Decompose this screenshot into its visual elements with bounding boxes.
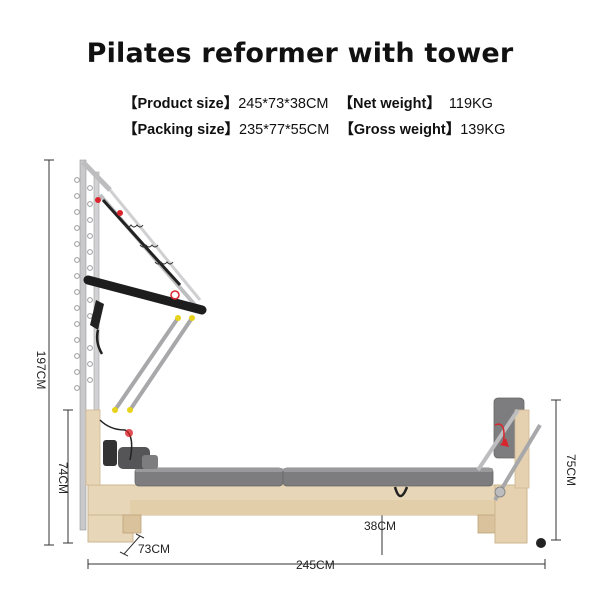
reformer-frame <box>85 409 546 548</box>
label-bed-height: 38CM <box>364 519 396 533</box>
dim-line-width <box>123 535 141 555</box>
rolldown-bar <box>83 189 207 355</box>
spec-row-2: 【Packing size】235*77*55CM 【Gross weight】1… <box>123 118 515 139</box>
product-size-label: 【Product size】 <box>123 96 239 112</box>
label-length: 245CM <box>296 558 335 572</box>
spec-row-1: 【Product size】245*73*38CM 【Net weight】 11… <box>123 92 503 113</box>
page-title: Pilates reformer with tower <box>86 38 514 69</box>
footbar <box>476 397 542 502</box>
product-size-value: 245*73*38CM <box>238 96 329 112</box>
packing-size-value: 235*77*55CM <box>239 122 330 138</box>
tower-springs <box>112 315 195 413</box>
gross-weight-label: 【Gross weight】 <box>339 122 461 138</box>
tower-frame <box>74 159 112 531</box>
net-weight-label: 【Net weight】 <box>338 96 441 112</box>
label-total-height: 197CM <box>34 351 48 390</box>
packing-size-label: 【Packing size】 <box>123 122 240 138</box>
carriage-pads <box>99 419 494 498</box>
label-frame-height: 74CM <box>56 462 70 494</box>
gross-weight-value: 139KG <box>460 122 506 138</box>
label-width: 73CM <box>138 542 170 556</box>
label-footbar-height: 75CM <box>564 454 578 486</box>
dimension-lines <box>44 159 561 569</box>
net-weight-value: 119KG <box>448 96 493 112</box>
